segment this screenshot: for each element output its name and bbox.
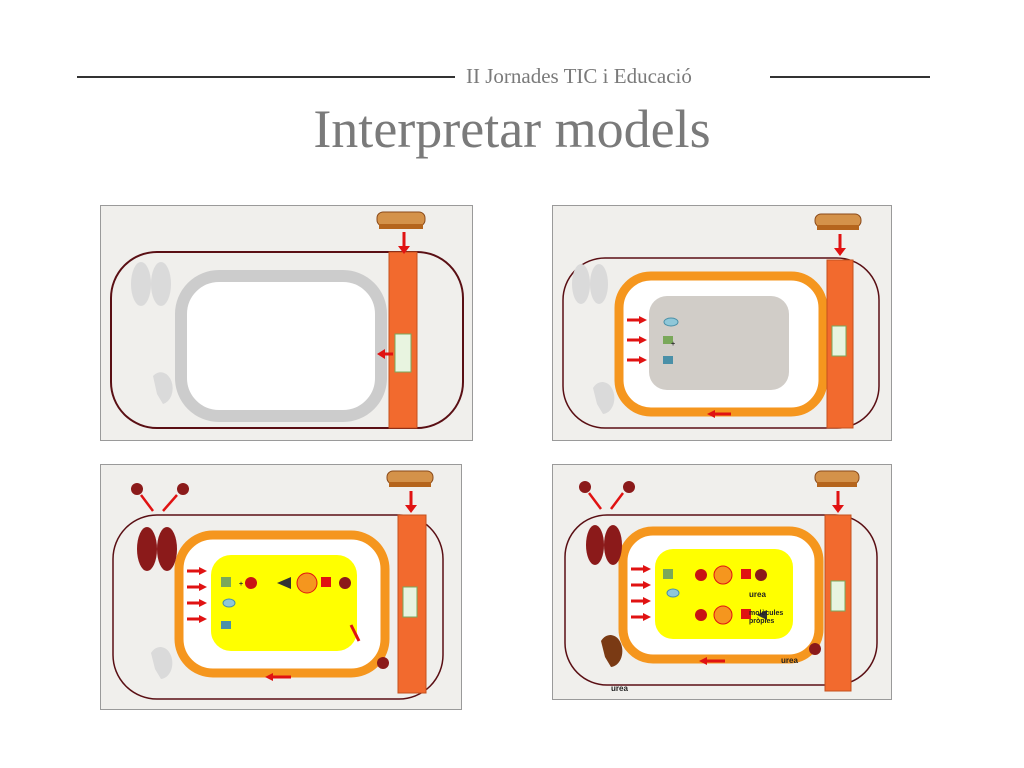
- panel-nucleus-svg: +: [553, 206, 891, 440]
- waste-molecule-icon: [809, 643, 821, 655]
- oxygen-molecule-icon: [177, 483, 189, 495]
- waste-molecule-icon: [377, 657, 389, 669]
- slide-title: Interpretar models: [0, 98, 1024, 160]
- sandwich-icon: [377, 212, 425, 229]
- diagram-panel-excretion-model: urea molècules pròpies urea urea: [552, 464, 892, 700]
- kidney-icon: [601, 635, 622, 667]
- nutrient-card: [831, 581, 845, 611]
- sandwich-icon: [387, 471, 433, 487]
- cell-outline: [181, 276, 381, 416]
- nutrient-card: [403, 587, 417, 617]
- lung-icon: [137, 527, 177, 571]
- kidney-icon: [153, 372, 173, 404]
- plus-label: +: [671, 341, 675, 348]
- kidney-icon: [593, 382, 614, 414]
- molecule-icon: [664, 318, 678, 326]
- oxygen-molecule-icon: [623, 481, 635, 493]
- sandwich-icon: [815, 214, 861, 230]
- nutrient-card: [832, 326, 846, 356]
- diagram-panel-nucleus-model: +: [552, 205, 892, 441]
- diagram-panel-metabolism-model: +: [100, 464, 462, 710]
- lung-icon: [586, 525, 622, 565]
- header-rule-right: [770, 76, 930, 78]
- nutrient-card: [395, 334, 411, 372]
- urea-kidney-label: urea: [611, 684, 628, 693]
- lung-icon: [572, 264, 608, 304]
- header-rule-left: [77, 76, 455, 78]
- panel-excretion-svg: urea molècules pròpies urea urea: [553, 465, 891, 699]
- molecules-label-line2: pròpies: [749, 618, 774, 625]
- panel-metabolism-svg: +: [101, 465, 461, 709]
- urea-cell-label: urea: [749, 590, 766, 599]
- lung-icon: [131, 262, 171, 306]
- molecule-icon: [663, 356, 673, 364]
- sandwich-icon: [815, 471, 859, 487]
- kidney-icon: [151, 647, 172, 679]
- urea-membrane-label: urea: [781, 656, 798, 665]
- slide-subtitle: II Jornades TIC i Educació: [466, 64, 692, 89]
- panel-empty-svg: [101, 206, 472, 440]
- molecules-label-line1: molècules: [749, 610, 783, 617]
- oxygen-molecule-icon: [579, 481, 591, 493]
- diagram-panel-empty-model: [100, 205, 473, 441]
- plus-label: +: [239, 581, 243, 588]
- oxygen-molecule-icon: [131, 483, 143, 495]
